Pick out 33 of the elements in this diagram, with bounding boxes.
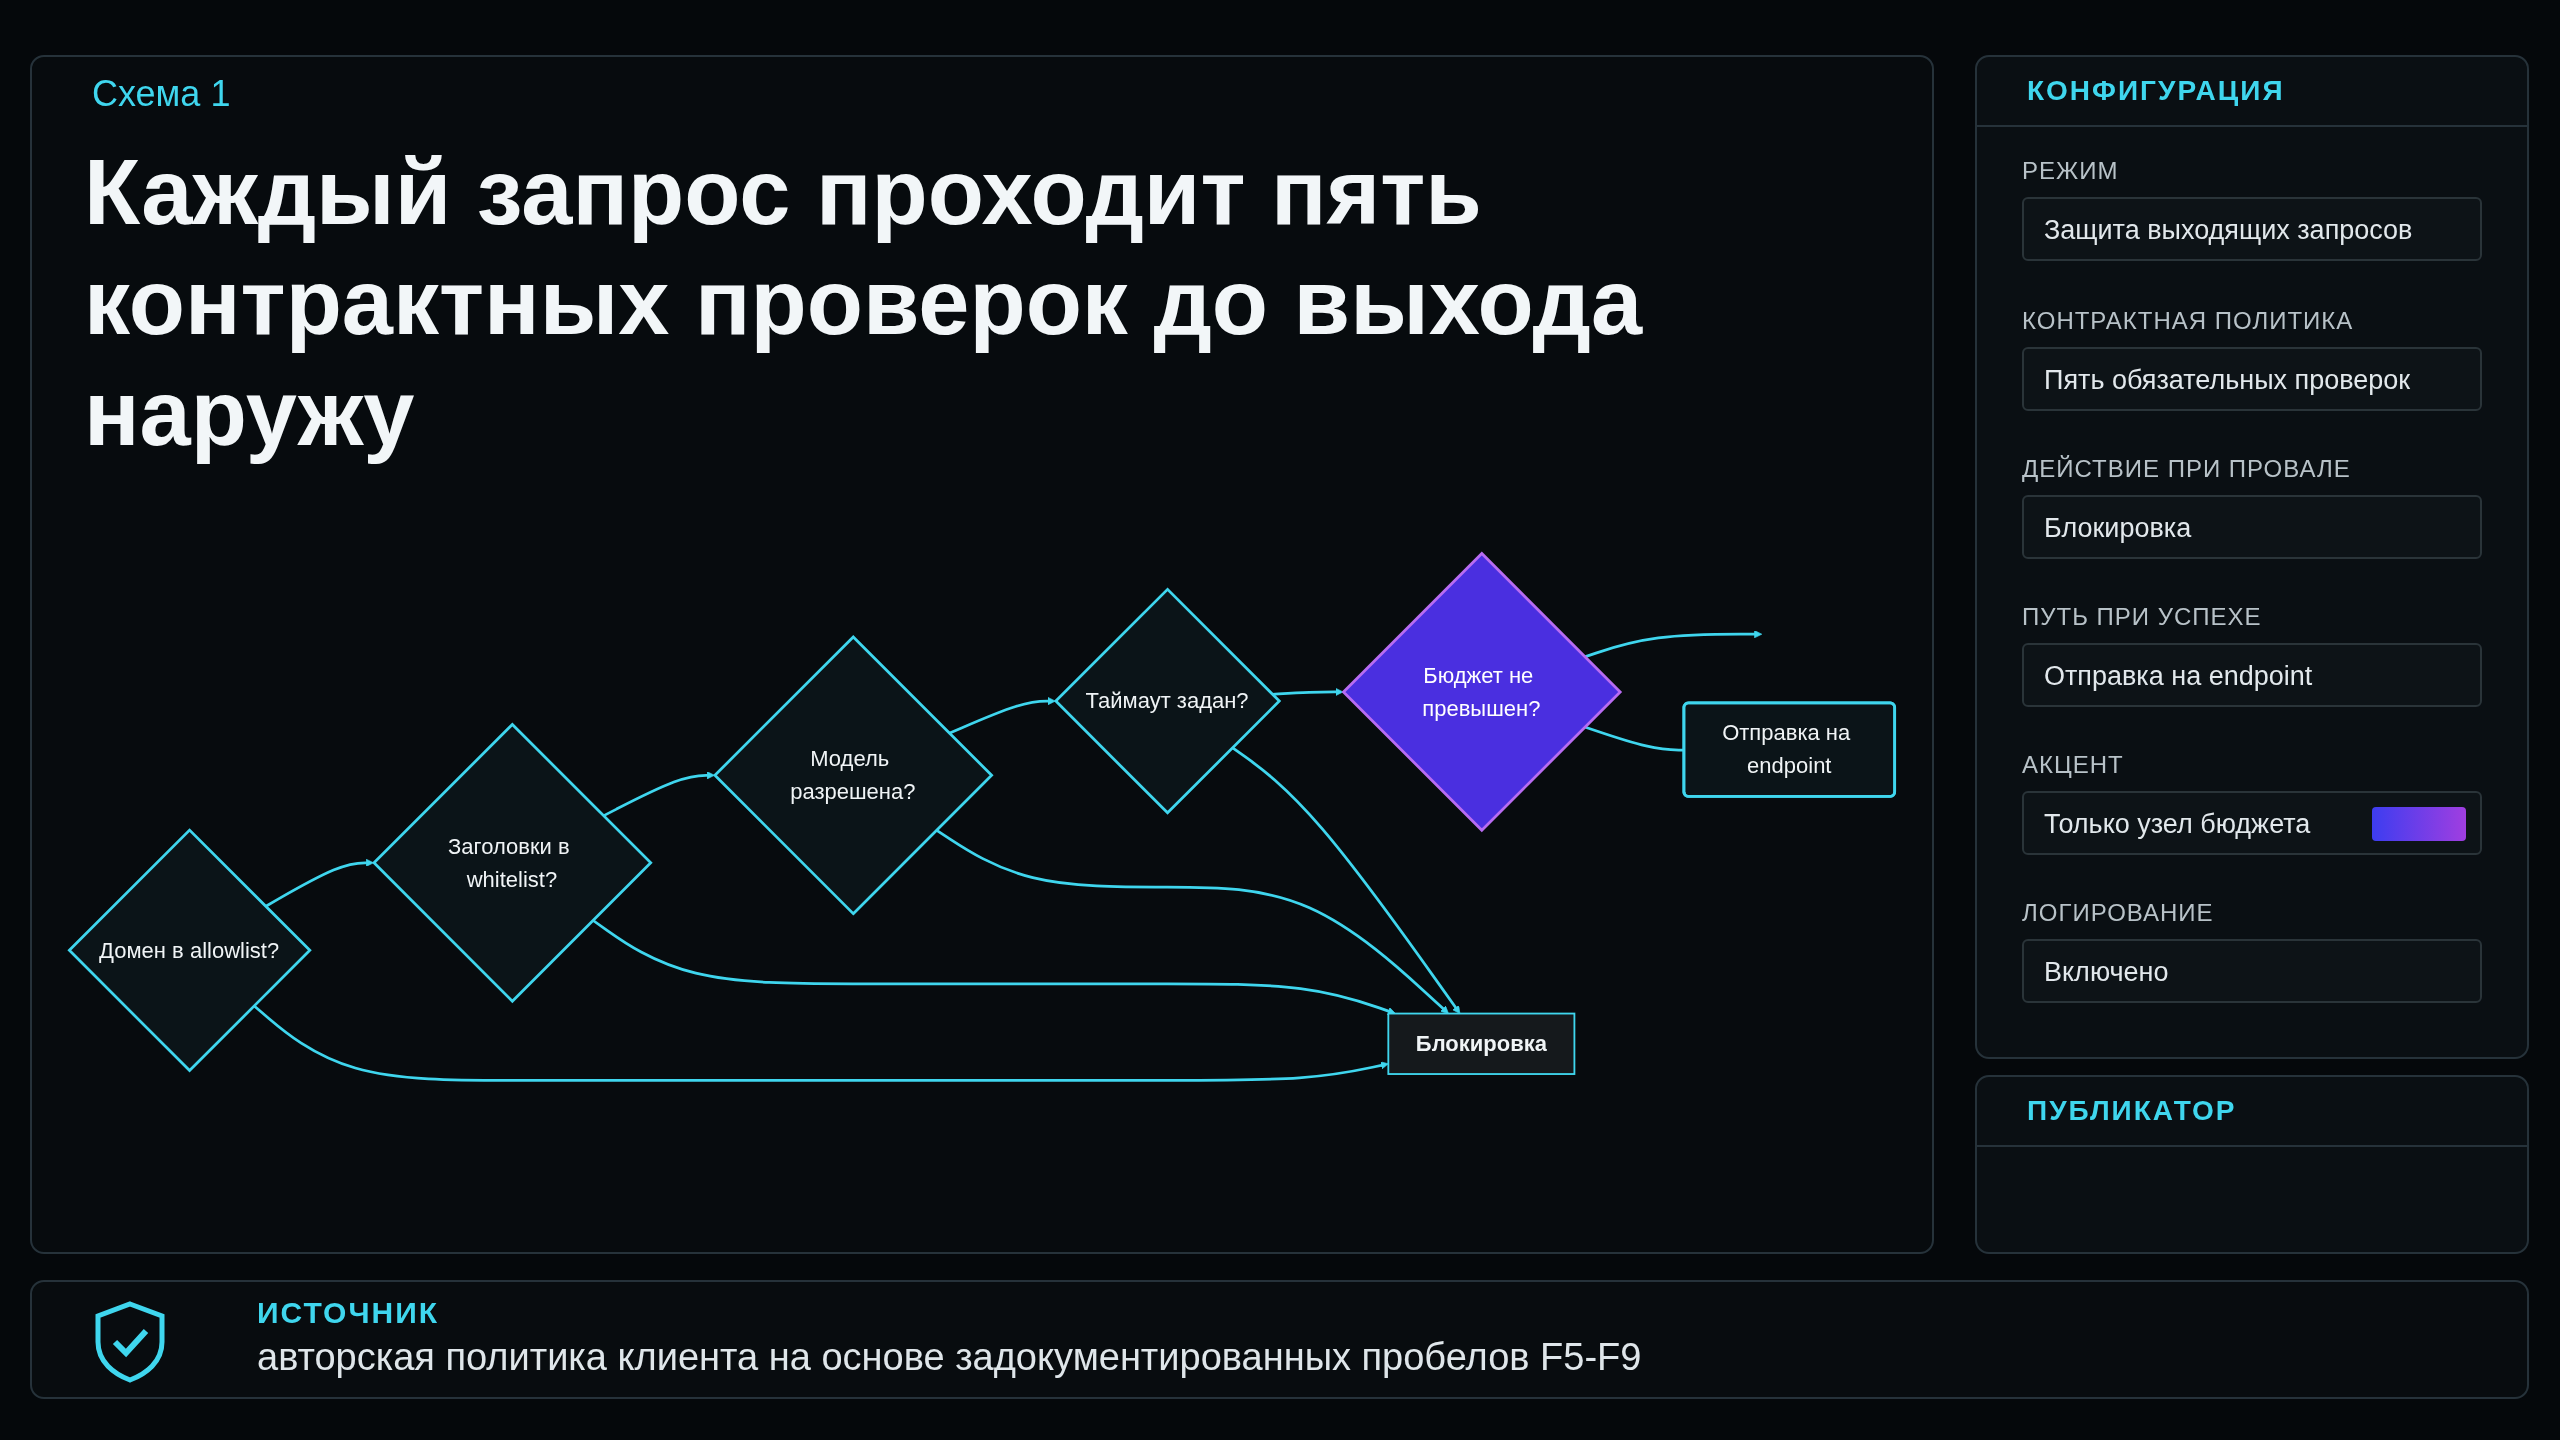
arrow — [264, 858, 374, 908]
node-diamond: Заголовки в whitelist? — [372, 722, 653, 1004]
field-label: РЕЖИМ — [2022, 157, 2119, 185]
section-label: ИСТОЧНИК — [257, 1296, 439, 1330]
arrow — [592, 919, 1396, 1015]
value-field: Защита выходящих запросов — [2022, 197, 2482, 261]
value-field: Пять обязательных проверок — [2022, 347, 2482, 411]
arrow — [253, 1004, 1389, 1082]
node-diamond: Модель разрешена? — [712, 634, 994, 916]
field-label: ЛОГИРОВАНИЕ — [2022, 899, 2214, 927]
arrow — [935, 828, 1449, 1014]
diagram-number: Схема 1 — [92, 73, 231, 115]
node-diamond: Бюджет не превышен? — [1341, 551, 1623, 833]
arrow — [1584, 630, 1763, 659]
field-label: АКЦЕНТ — [2022, 751, 2124, 779]
field-label: ПУТЬ ПРИ УСПЕХЕ — [2022, 603, 2262, 631]
value-field: Блокировка — [2022, 495, 2482, 559]
panel-heading: ПУБЛИКАТОР — [1977, 1077, 2527, 1147]
field-label: ДЕЙСТВИЕ ПРИ ПРОВАЛЕ — [2022, 455, 2351, 483]
arrow — [1272, 687, 1344, 696]
arrow — [948, 697, 1056, 735]
field-label: КОНТРАКТНАЯ ПОЛИТИКА — [2022, 307, 2354, 335]
value-text: Только узел бюджета — [2044, 809, 2311, 839]
arrow — [1231, 746, 1461, 1014]
panel-heading: КОНФИГУРАЦИЯ — [1977, 57, 2527, 127]
value-field: Включено — [2022, 939, 2482, 1003]
node-diamond: Домен в allowlist? — [67, 828, 312, 1073]
arrow — [602, 771, 715, 818]
source-text: авторская политика клиента на основе задокументированных пробелов F5-F9 — [257, 1336, 1642, 1379]
value-field: Отправка на endpoint — [2022, 643, 2482, 707]
node-diamond: Таймаут задан? — [1053, 587, 1282, 815]
title: Каждый запрос проходит пять контрактных проверок до выхода наружу — [84, 140, 1644, 466]
node-box: Блокировка — [1387, 1012, 1576, 1075]
